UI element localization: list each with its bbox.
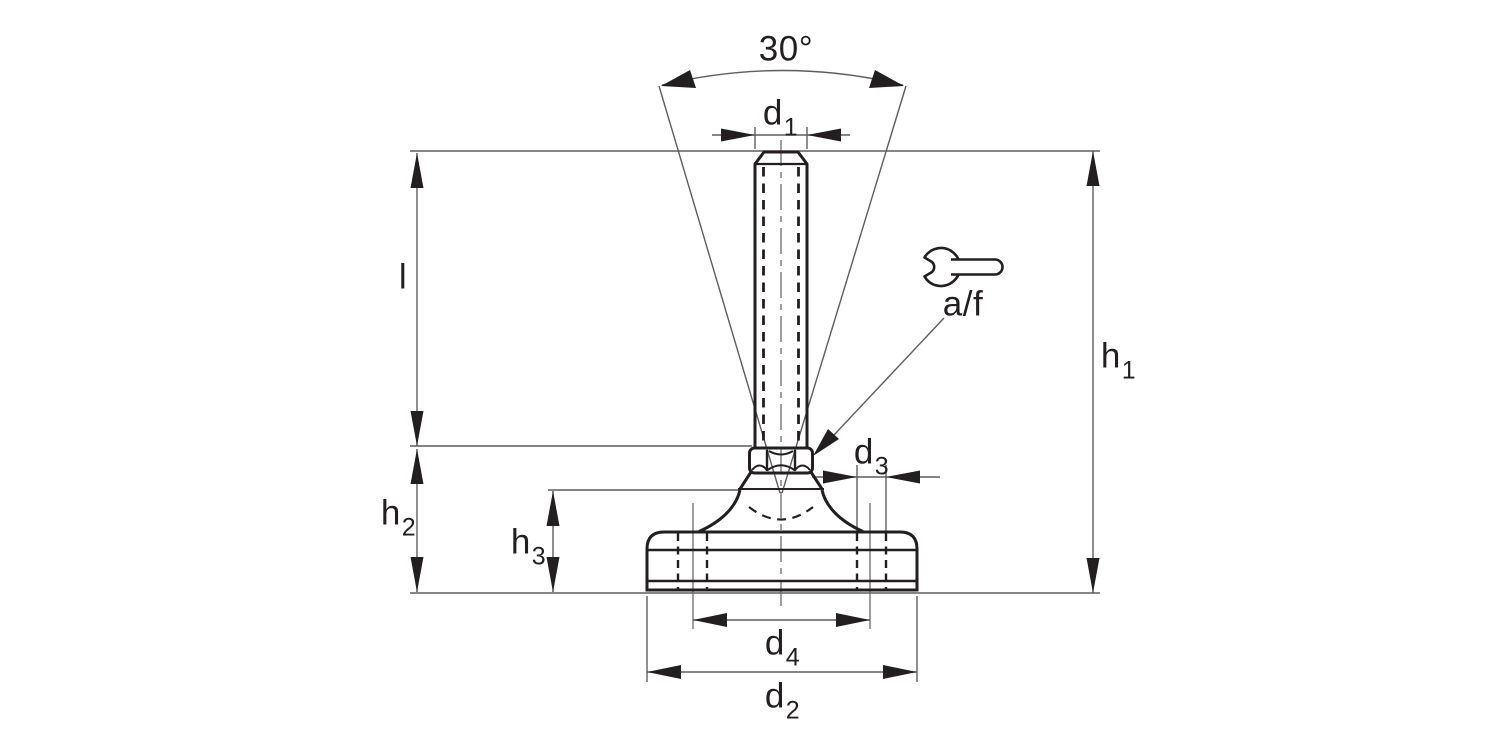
label-af: a/f	[942, 284, 984, 324]
label-d1: d1	[762, 93, 798, 141]
nut-chamfer-arc-top	[768, 450, 794, 456]
arrow-right-icon	[883, 665, 917, 679]
arrow-left-icon	[886, 470, 920, 484]
nut-chamfer-arc-3	[794, 464, 811, 471]
af-leader-line	[817, 317, 945, 453]
label-h2-sub: 2	[401, 513, 417, 542]
dim-h1	[1086, 151, 1100, 593]
hex-nut	[748, 446, 814, 475]
label-h1-base: h	[1100, 336, 1121, 376]
label-d3-sub: 3	[874, 452, 890, 481]
arrow-right-icon	[823, 470, 857, 484]
arrow-left-icon	[693, 613, 727, 627]
angle-arc	[661, 69, 904, 86]
stud-outline	[753, 150, 809, 447]
nut-chamfer-arc-1	[751, 464, 768, 471]
arrow-up-icon	[410, 449, 424, 484]
label-d4-base: d	[764, 623, 785, 663]
threaded-stud	[753, 150, 809, 447]
label-l-base: l	[398, 257, 408, 297]
arrow-down-icon	[546, 557, 560, 592]
label-d3: d3	[853, 432, 889, 480]
ball-joint-hidden-arc	[748, 506, 814, 521]
label-h2-base: h	[380, 493, 401, 533]
label-h1-sub: 1	[1121, 356, 1137, 385]
base-disc	[645, 530, 919, 592]
arrow-left-icon	[647, 665, 681, 679]
wrench-head	[923, 246, 962, 288]
cone-side-left	[738, 471, 753, 490]
arrow-left-icon	[807, 128, 841, 142]
arrow-arc-right-icon	[869, 70, 904, 88]
dim-d3	[812, 465, 940, 531]
label-d1-base: d	[762, 93, 783, 133]
label-d3-base: d	[853, 432, 874, 472]
label-h1: h1	[1100, 336, 1136, 384]
angle-line-right	[781, 85, 907, 494]
extension-lines	[410, 150, 1100, 594]
dim-h3	[546, 491, 560, 592]
label-d2: d2	[764, 676, 800, 724]
arrow-up-icon	[546, 491, 560, 526]
dim-d4	[693, 613, 870, 627]
centerlines	[692, 140, 871, 629]
label-h3-base: h	[510, 522, 531, 562]
arrow-up-icon	[410, 153, 424, 188]
open-end-wrench-icon	[923, 246, 1004, 288]
dim-d2	[646, 596, 918, 682]
arrow-up-icon	[1086, 151, 1100, 186]
label-d4: d4	[764, 623, 800, 671]
label-d1-sub: 1	[783, 113, 799, 142]
label-swivel-angle: 30°	[758, 29, 814, 69]
arrow-right-icon	[721, 128, 755, 142]
dim-h2	[410, 449, 424, 592]
label-d2-base: d	[764, 676, 785, 716]
arrow-down-icon	[410, 557, 424, 592]
bell-curve-right	[820, 489, 864, 533]
arrow-arc-left-icon	[661, 70, 696, 88]
nut-chamfer-arc-2	[766, 464, 796, 472]
dim-d1	[712, 127, 850, 149]
arrow-right-icon	[836, 613, 870, 627]
arrow-leader-icon	[813, 429, 839, 456]
af-leader	[813, 317, 945, 456]
bell-curve-left	[698, 489, 742, 533]
label-h3-sub: 3	[531, 542, 547, 571]
base-outline	[645, 530, 919, 592]
angle-line-left	[658, 85, 781, 494]
label-d4-sub: 4	[785, 643, 801, 672]
label-h2: h2	[380, 493, 416, 541]
arrow-down-icon	[1086, 558, 1100, 593]
foot-housing	[698, 471, 864, 533]
label-h3: h3	[510, 522, 546, 570]
nut-outline	[748, 446, 814, 475]
cone-side-right	[809, 471, 824, 490]
label-l: l	[399, 260, 407, 295]
label-d2-sub: 2	[785, 696, 801, 725]
wrench-handle	[951, 258, 1004, 276]
arrow-down-icon	[410, 411, 424, 446]
angle-30-dimension	[658, 69, 907, 494]
dim-l	[410, 153, 424, 446]
